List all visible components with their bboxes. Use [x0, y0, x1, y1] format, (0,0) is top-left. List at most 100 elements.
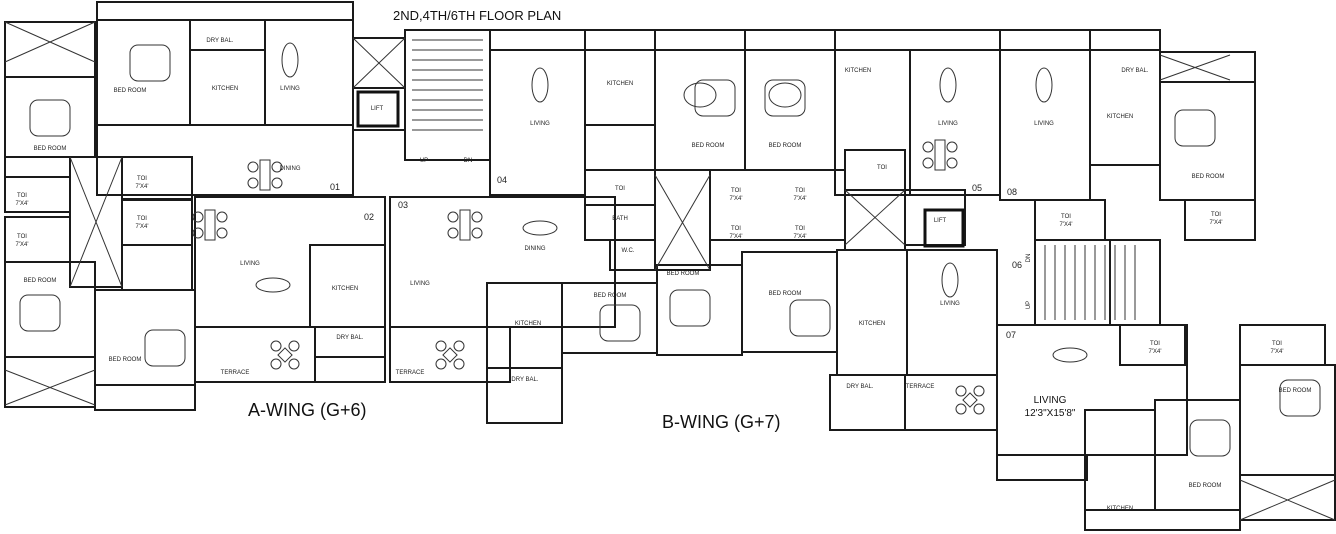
room-label-dining: DINING	[280, 166, 301, 172]
room-wall	[4, 21, 96, 78]
room-wall	[121, 156, 193, 200]
room-wall	[1034, 239, 1111, 326]
room-label-living: LIVING	[1034, 395, 1067, 406]
room-wall	[194, 196, 386, 328]
unit-number: 08	[1007, 187, 1017, 197]
shaft-cross	[1239, 479, 1336, 521]
room-label-bed: BED ROOM	[24, 278, 57, 284]
dining-table	[204, 209, 216, 241]
room-label-dry-balcony: DRY BAL.	[206, 38, 233, 44]
living-dimension: 12'3"X15'8"	[1025, 408, 1076, 419]
room-label-kitchen: KITCHEN	[1107, 114, 1133, 120]
room-wall	[654, 29, 746, 51]
room-wall	[4, 76, 96, 158]
room-label-bed: BED ROOM	[1279, 388, 1312, 394]
chair	[447, 227, 459, 239]
chair	[922, 157, 934, 169]
room-wall	[836, 249, 908, 376]
toilet-dimension: 7'X4'	[794, 234, 807, 240]
chair	[288, 358, 300, 370]
stair-down-label: DN	[1026, 254, 1032, 263]
room-wall	[906, 249, 998, 376]
toilet-dimension: 7'X4'	[1210, 220, 1223, 226]
dining-table	[459, 209, 471, 241]
room-label-dry-balcony: DRY BAL.	[1121, 68, 1148, 74]
room-wall	[609, 239, 656, 271]
table	[683, 82, 717, 108]
room-wall	[584, 49, 656, 126]
bed	[789, 299, 831, 337]
toilet-dimension: 7'X4'	[794, 196, 807, 202]
bed	[669, 289, 711, 327]
room-wall	[389, 326, 511, 383]
room-wall	[486, 367, 563, 424]
room-label-kitchen: KITCHEN	[332, 286, 358, 292]
unit-number: 04	[497, 175, 507, 185]
toilet-labels: TOI 7'X4' TOI 7'X4' TOI 7'X4' TOI 7'X4' …	[16, 165, 1284, 355]
chair	[453, 358, 465, 370]
room-label-toilet: TOI	[1211, 212, 1221, 218]
room-label-dry-balcony: DRY BAL.	[336, 335, 363, 341]
shaft-cross	[69, 156, 123, 288]
room-label-living: LIVING	[280, 86, 300, 92]
chair	[271, 161, 283, 173]
chair	[192, 211, 204, 223]
chair	[435, 340, 447, 352]
toilet-dimension: 7'X4'	[16, 201, 29, 207]
room-wall	[584, 29, 656, 51]
chair	[447, 211, 459, 223]
table	[531, 67, 549, 103]
chair	[435, 358, 447, 370]
room-wall	[189, 19, 266, 51]
shaft-cross	[1159, 54, 1231, 81]
room-wall	[4, 156, 71, 178]
room-label-bed: BED ROOM	[594, 293, 627, 299]
stair-down-label: DN	[464, 158, 473, 164]
dining-table	[934, 139, 946, 171]
chair	[247, 177, 259, 189]
room-label-bath: BATH	[612, 216, 628, 222]
bed	[144, 329, 186, 367]
room-wall	[1119, 324, 1186, 366]
chair	[946, 141, 958, 153]
unit-number: 07	[1006, 330, 1016, 340]
room-label-wc: W.C.	[622, 248, 635, 254]
room-label-bed: BED ROOM	[769, 143, 802, 149]
room-label-bed: BED ROOM	[109, 357, 142, 363]
room-wall	[314, 356, 386, 383]
chair	[216, 227, 228, 239]
toilet-dimension: 7'X4'	[136, 184, 149, 190]
room-wall	[1239, 474, 1336, 521]
chair	[973, 385, 985, 397]
room-wall	[96, 19, 191, 126]
room-wall	[4, 261, 96, 358]
bed	[29, 99, 71, 137]
room-label-living: LIVING	[530, 121, 550, 127]
room-label-living: LIVING	[1034, 121, 1054, 127]
room-label-living: LIVING	[240, 261, 260, 267]
room-label-living: LIVING	[410, 281, 430, 287]
room-wall	[1089, 29, 1161, 51]
lift-car	[923, 208, 965, 248]
chair	[955, 385, 967, 397]
shaft-cross	[844, 189, 906, 246]
room-label-terrace: TERRACE	[396, 370, 425, 376]
unit-number: 03	[398, 200, 408, 210]
room-wall	[834, 29, 1001, 51]
shaft-cross	[654, 174, 711, 271]
room-wall	[264, 19, 354, 126]
room-label-toilet: TOI	[731, 226, 741, 232]
chair	[973, 403, 985, 415]
room-wall	[1159, 51, 1256, 83]
room-wall	[996, 454, 1088, 481]
chair	[247, 161, 259, 173]
chair	[453, 340, 465, 352]
toilet-dimension: 7'X4'	[1149, 349, 1162, 355]
room-wall	[1159, 81, 1256, 201]
room-label-terrace: TERRACE	[221, 370, 250, 376]
chair	[288, 340, 300, 352]
b-wing-label: B-WING (G+7)	[662, 412, 781, 432]
chair	[270, 358, 282, 370]
room-label-kitchen: KITCHEN	[845, 68, 871, 74]
